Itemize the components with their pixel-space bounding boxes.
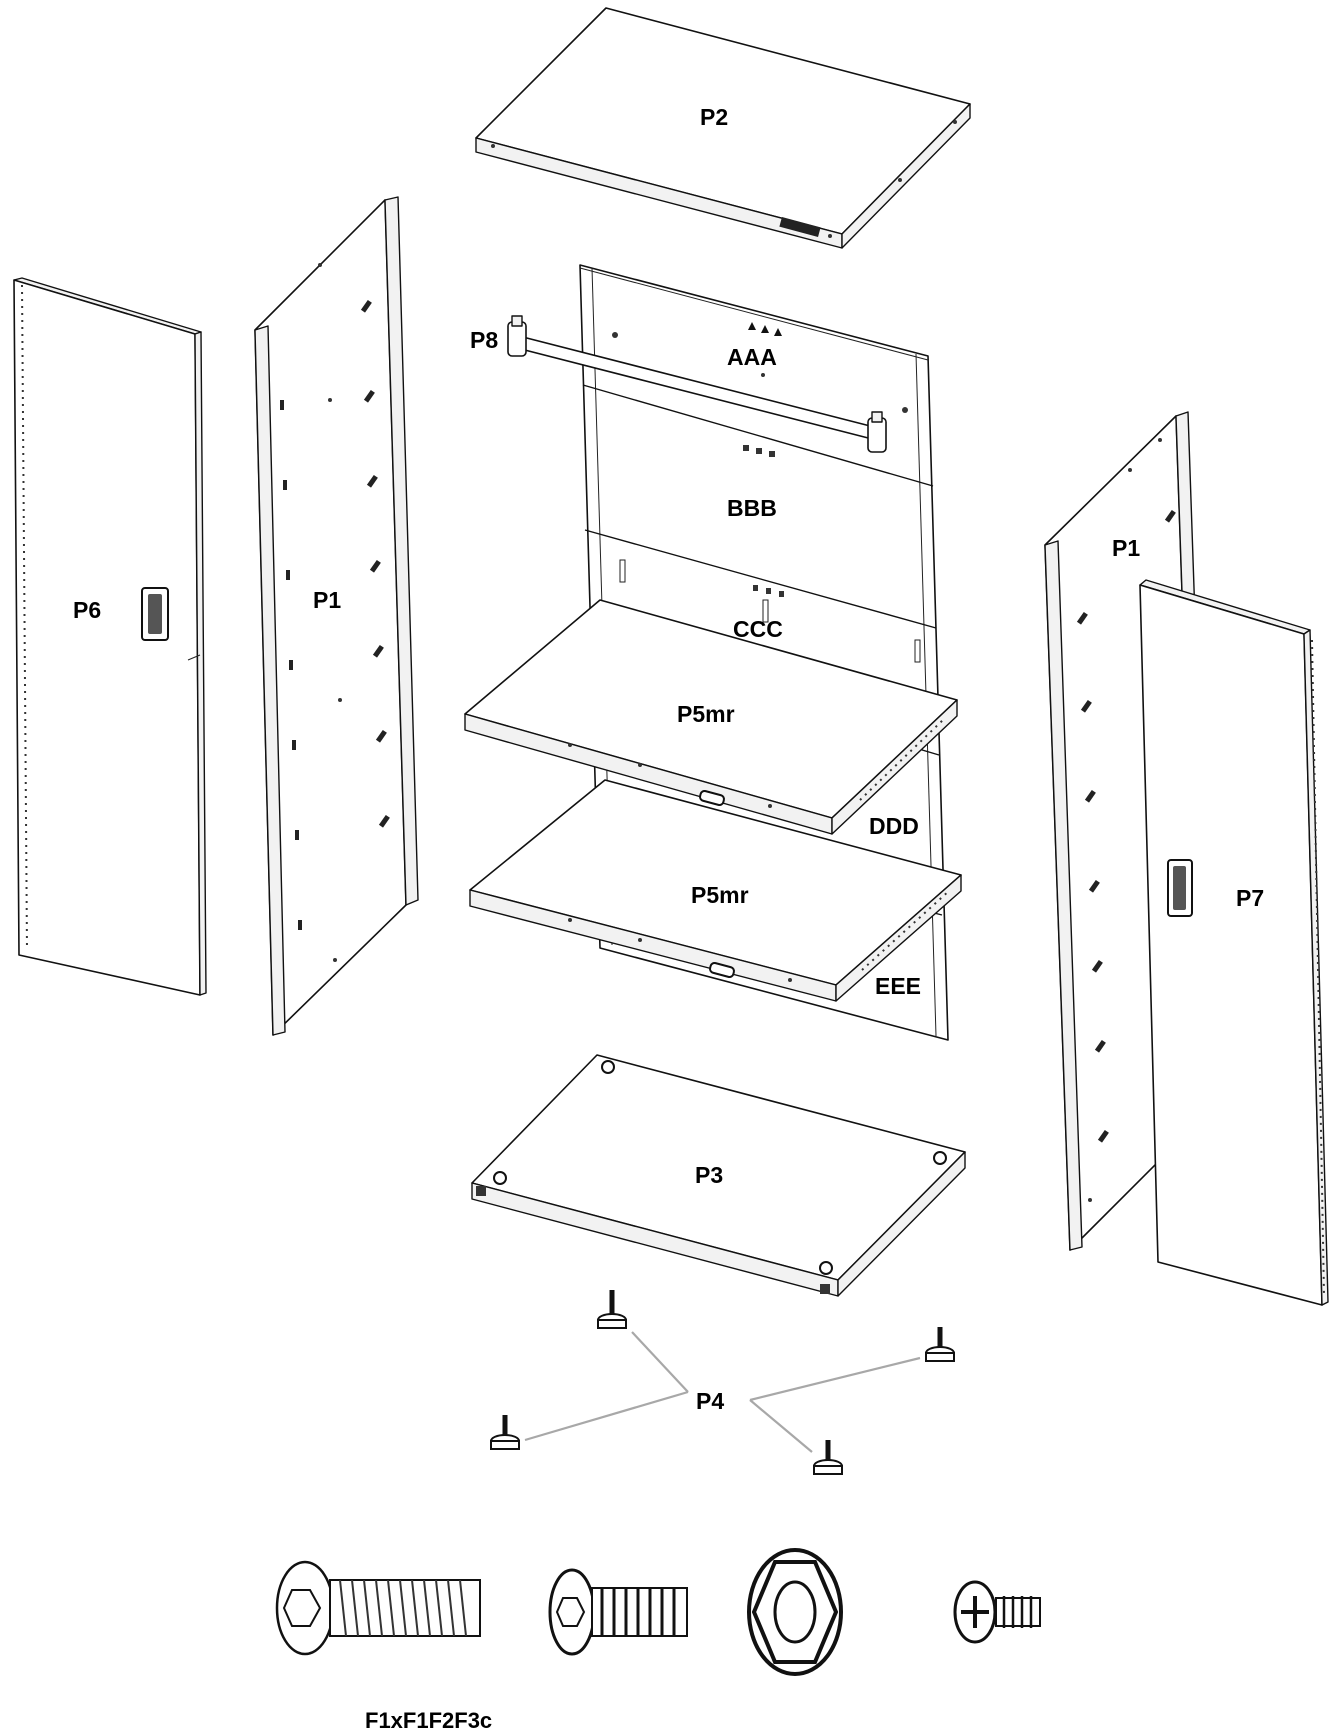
phillips-screw xyxy=(953,1580,1041,1644)
foot-3 xyxy=(490,1415,520,1450)
hanging-rod-p8 xyxy=(507,315,887,453)
aaa-arrows xyxy=(748,322,782,336)
back-panel-holes xyxy=(612,332,921,663)
label-ccc: CCC xyxy=(733,616,783,642)
label-p7: P7 xyxy=(1236,885,1264,911)
flange-nut xyxy=(747,1548,843,1676)
label-p6: P6 xyxy=(73,597,101,623)
label-ddd: DDD xyxy=(869,813,919,839)
leveling-feet xyxy=(490,1290,955,1475)
p4-leader-lines xyxy=(524,1331,921,1453)
label-p2: P2 xyxy=(700,104,728,130)
hardware-row xyxy=(275,1548,1041,1676)
top-panel-p2 xyxy=(475,7,971,249)
label-p5mr-lower: P5mr xyxy=(691,882,749,908)
label-p5mr-upper: P5mr xyxy=(677,701,735,727)
left-panel-slots xyxy=(280,263,390,962)
button-head-bolt-large xyxy=(275,1560,481,1656)
left-door-p6 xyxy=(13,277,207,996)
right-door-p7 xyxy=(1139,579,1329,1306)
foot-1 xyxy=(597,1290,627,1329)
shelf-lower-p5mr xyxy=(469,779,962,1002)
part-labels: P2 P8 AAA BBB CCC P5mr DDD P5mr EEE P1 P… xyxy=(73,104,1264,1733)
left-side-panel-p1 xyxy=(254,196,419,1036)
label-eee: EEE xyxy=(875,973,921,999)
shelf-upper-p5mr xyxy=(464,599,958,835)
label-p4: P4 xyxy=(696,1388,724,1414)
foot-2 xyxy=(925,1327,955,1362)
foot-4 xyxy=(813,1440,843,1475)
label-p1-left: P1 xyxy=(313,587,341,613)
hardware-caption: F1xF1F2F3c xyxy=(365,1708,492,1733)
label-p3: P3 xyxy=(695,1162,723,1188)
label-p8: P8 xyxy=(470,327,498,353)
right-panel-slots xyxy=(1076,438,1176,1202)
label-aaa: AAA xyxy=(727,344,777,370)
label-bbb: BBB xyxy=(727,495,777,521)
button-head-bolt-small xyxy=(548,1568,688,1656)
bottom-panel-p3 xyxy=(471,1054,966,1297)
label-p1-right: P1 xyxy=(1112,535,1140,561)
